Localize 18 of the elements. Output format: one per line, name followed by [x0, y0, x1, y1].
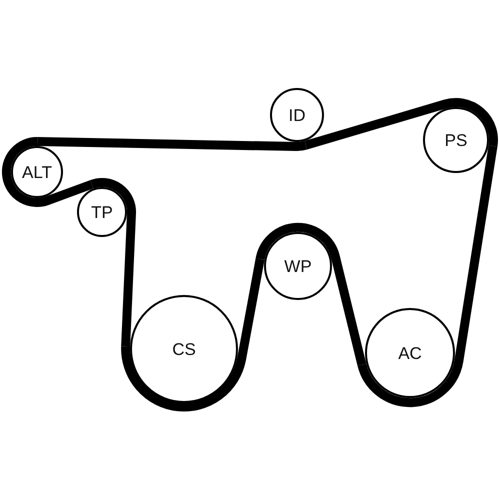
belt [38, 137, 307, 151]
belt [90, 178, 136, 347]
pulley-label: CS [172, 340, 196, 358]
pulley-circle [365, 308, 455, 398]
pulley-label: TP [91, 204, 113, 220]
pulley-label: PS [444, 132, 468, 148]
belt [121, 258, 265, 412]
pulley-circle [270, 88, 324, 142]
belt [358, 145, 498, 408]
pulley-label: ID [288, 106, 306, 124]
belt [2, 137, 94, 207]
belt [256, 222, 366, 366]
belt [304, 98, 498, 150]
pulley-label: AC [398, 344, 422, 362]
pulley-label: WP [284, 258, 312, 274]
pulley-circle [77, 187, 127, 237]
pulley-label: ALT [22, 164, 52, 180]
pulley-circle [264, 232, 332, 300]
